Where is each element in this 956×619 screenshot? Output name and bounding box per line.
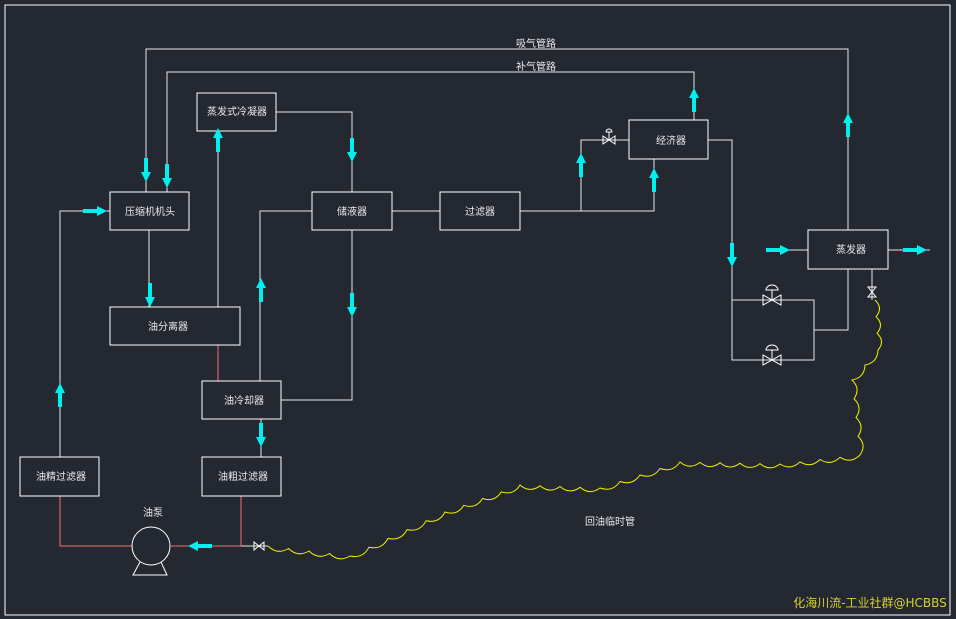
fine-filter-to-compressor-line	[59, 210, 110, 457]
watermark: 化海川流-工业社群@HCBBS	[793, 595, 947, 610]
flow-arrow-icon	[83, 206, 107, 216]
drain-valve-icon	[866, 286, 878, 298]
oil-separator-label: 油分离器	[148, 320, 188, 333]
supplement-line	[166, 71, 695, 192]
evap-condenser-label: 蒸发式冷凝器	[207, 105, 267, 118]
pump-inlet-valve-icon	[253, 540, 265, 552]
condenser-out-line	[276, 111, 353, 192]
flow-arrow-icon	[689, 88, 699, 112]
control-valve-lower-icon	[762, 344, 782, 366]
suction-line-label: 吸气管路	[516, 37, 556, 50]
economizer-branch-line	[580, 139, 629, 211]
filter-out-line	[520, 159, 655, 212]
flow-arrow-icon	[576, 153, 586, 177]
oil-coarse-filter-box: 油粗过滤器	[201, 456, 282, 497]
oil-fine-filter-label: 油精过滤器	[36, 470, 86, 483]
evaporator-label: 蒸发器	[836, 243, 866, 256]
oil-pump-label: 油泵	[143, 506, 163, 519]
flow-arrow-icon	[766, 245, 790, 255]
flow-arrow-icon	[903, 245, 927, 255]
flow-arrows	[55, 88, 927, 551]
oil-pump-icon	[131, 526, 171, 576]
flow-arrow-icon	[649, 168, 659, 192]
evap-condenser-box: 蒸发式冷凝器	[196, 92, 277, 132]
oil-coarse-filter-label: 油粗过滤器	[218, 470, 268, 483]
flow-arrow-icon	[55, 383, 65, 407]
components: 压缩机机头 蒸发式冷凝器 储液器 过滤器 经济器 蒸发器 油分离器 油冷却器 油…	[19, 92, 889, 497]
compressor-box: 压缩机机头	[109, 191, 190, 231]
bypass-to-evaporator-line	[814, 269, 849, 331]
economizer-valve-icon	[602, 128, 616, 145]
flow-arrow-icon	[162, 164, 172, 188]
control-valve-upper-icon	[762, 284, 782, 306]
pipes	[59, 48, 930, 547]
temp-line-label: 回油临时管	[585, 515, 635, 528]
evaporator-box: 蒸发器	[807, 229, 889, 270]
oil-cooler-box: 油冷却器	[201, 380, 282, 420]
receiver-to-cooler-line	[259, 210, 312, 381]
flow-arrow-icon	[347, 293, 357, 317]
flow-arrow-icon	[256, 278, 266, 302]
economizer-box: 经济器	[628, 119, 709, 160]
oil-cooler-label: 油冷却器	[224, 394, 264, 407]
receiver-label: 储液器	[337, 205, 367, 218]
receiver-bottom-line	[281, 230, 353, 401]
flow-arrow-icon	[145, 283, 155, 307]
oil-fine-filter-box: 油精过滤器	[19, 456, 100, 497]
flow-arrow-icon	[347, 138, 357, 162]
oil-separator-box: 油分离器	[109, 306, 241, 346]
supplement-line-label: 补气管路	[516, 60, 556, 73]
temp-oil-return-hose	[267, 299, 882, 560]
filter-box: 过滤器	[439, 191, 521, 231]
pump-to-fine-filter-line	[59, 496, 132, 547]
compressor-label: 压缩机机头	[125, 205, 175, 218]
flow-arrow-icon	[213, 128, 223, 152]
flow-arrow-icon	[843, 113, 853, 137]
drawing-frame	[4, 4, 951, 616]
filter-label: 过滤器	[465, 205, 495, 218]
flow-arrow-icon	[727, 243, 737, 267]
coarse-filter-to-pump-line	[171, 496, 242, 547]
economizer-label: 经济器	[656, 134, 686, 147]
flow-arrow-icon	[141, 158, 151, 182]
flow-arrow-icon	[256, 423, 266, 447]
suction-line	[145, 48, 849, 230]
receiver-box: 储液器	[311, 191, 393, 231]
flow-arrow-icon	[188, 541, 212, 551]
